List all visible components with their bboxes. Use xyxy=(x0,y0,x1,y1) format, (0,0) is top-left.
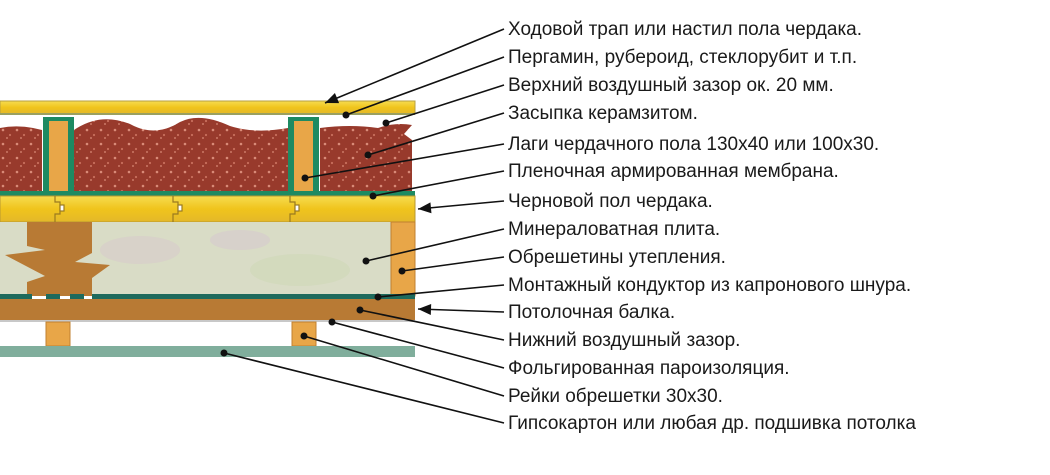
leader-dot xyxy=(300,332,308,340)
leader-line xyxy=(303,335,505,397)
ceiling-beam xyxy=(0,299,415,320)
label-mineral-wool: Минераловатная плита. xyxy=(508,219,720,240)
label-nylon-cord: Монтажный кондуктор из капронового шнура… xyxy=(508,275,911,296)
leader-dot xyxy=(220,349,228,357)
label-furring-rails: Рейки обрешетки 30x30. xyxy=(508,386,723,407)
leader-dot xyxy=(398,267,406,275)
leader-line xyxy=(359,309,505,341)
leader-dot xyxy=(301,174,309,182)
leader-dot xyxy=(369,192,377,200)
label-ceiling-beam: Потолочная балка. xyxy=(508,302,675,323)
roofing-paper xyxy=(0,113,415,115)
leader-dot xyxy=(374,293,382,301)
leader-lines xyxy=(220,28,505,424)
vapor-barrier xyxy=(0,320,415,322)
label-joists: Лаги чердачного пола 130x40 или 100x30. xyxy=(508,134,879,155)
leader-dot xyxy=(328,318,336,326)
leader-line xyxy=(372,170,505,197)
label-vapor-barrier: Фольгированная пароизоляция. xyxy=(508,358,790,379)
label-walking-deck: Ходовой трап или настил пола чердака. xyxy=(508,19,862,40)
leader-line xyxy=(324,28,505,104)
leader-line xyxy=(223,352,505,424)
leader-dot xyxy=(362,257,370,265)
furring-rail xyxy=(45,321,71,347)
arrowhead-icon xyxy=(418,303,432,315)
attic-floor-joist xyxy=(288,117,319,195)
label-membrane: Пленочная армированная мембрана. xyxy=(508,161,839,182)
leader-dot xyxy=(356,306,364,314)
leader-line xyxy=(377,284,505,298)
arrowhead-icon xyxy=(418,202,432,214)
leader-line xyxy=(401,256,505,272)
leader-line xyxy=(367,112,505,156)
label-drywall: Гипсокартон или любая др. подшивка потол… xyxy=(508,413,916,434)
leader-dot xyxy=(382,119,390,127)
leader-line xyxy=(417,308,505,313)
leader-line xyxy=(385,84,505,124)
leader-line xyxy=(304,143,505,179)
insulation-batten xyxy=(390,221,416,297)
label-insulation-batten: Обрешетины утепления. xyxy=(508,247,726,268)
leader-line xyxy=(345,56,505,116)
leader-line xyxy=(365,228,505,262)
leader-dot xyxy=(364,151,372,159)
arrowhead-icon xyxy=(325,92,340,104)
leader-line xyxy=(331,321,505,369)
expanded-clay-fill xyxy=(0,117,412,193)
tongue-groove-joints xyxy=(54,196,300,222)
leader-line xyxy=(417,200,505,210)
nylon-cord-guide xyxy=(0,294,415,299)
label-rough-floor: Черновой пол чердака. xyxy=(508,191,713,212)
ceiling-beam-section xyxy=(5,222,110,296)
label-upper-air-gap: Верхний воздушный зазор ок. 20 мм. xyxy=(508,75,834,96)
label-roofing-paper: Пергамин, рубероид, стеклорубит и т.п. xyxy=(508,47,857,68)
attic-floor-joist xyxy=(43,117,74,195)
drywall xyxy=(0,346,415,357)
label-clay-fill: Засыпка керамзитом. xyxy=(508,103,698,124)
reinforced-membrane xyxy=(0,191,415,196)
label-lower-air-gap: Нижний воздушный зазор. xyxy=(508,330,740,351)
legend-labels: Ходовой трап или настил пола чердака. Пе… xyxy=(508,19,916,434)
leader-dot xyxy=(342,111,350,119)
